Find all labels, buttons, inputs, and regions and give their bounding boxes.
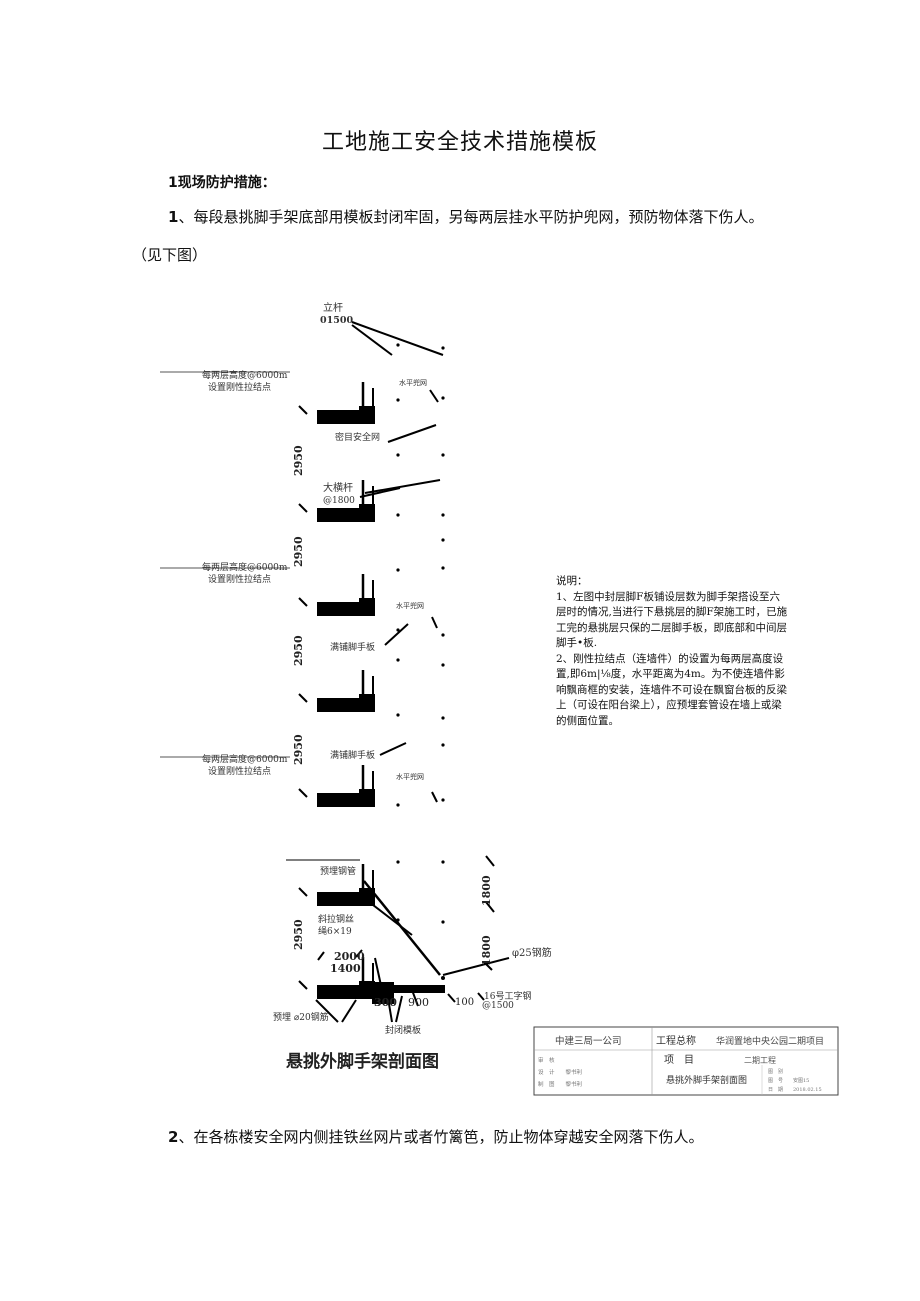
item-text: 、每段悬挑脚手架底部用模板封闭牢固，另每两层挂水平防护兜网，预防物体落下伤人。 bbox=[178, 208, 764, 226]
notes-item-1: 1、左图中封层脚F板铺设层数为脚手架搭设至六层时的情况,当进行下悬挑层的脚F架施… bbox=[556, 590, 788, 650]
tb-row2: 设 计 黎书利 bbox=[538, 1068, 582, 1076]
dim-2950: 2950 bbox=[292, 536, 305, 567]
tb-project-name: 华润置地中央公园二期项目 bbox=[716, 1035, 824, 1047]
paragraph-item-2: 2、在各栋楼安全网内侧挂铁丝网片或者竹篱笆，防止物体穿越安全网落下伤人。 bbox=[168, 1126, 703, 1147]
tb-company: 中建三局一公司 bbox=[555, 1035, 622, 1047]
label-i-beam-spacing: @1500 bbox=[482, 1001, 514, 1011]
floor-slab bbox=[315, 763, 377, 809]
title-block: 中建三局一公司 工程总称 华润置地中央公园二期项目 项 目 二期工程 悬挑外脚手… bbox=[533, 1026, 839, 1096]
label-tie-1b: 设置刚性拉结点 bbox=[208, 381, 271, 393]
floor-slab bbox=[315, 380, 377, 426]
label-closure-board: 封闭模板 bbox=[385, 1024, 421, 1036]
tb-item-name: 二期工程 bbox=[744, 1056, 776, 1065]
floor-slab bbox=[315, 668, 377, 714]
label-tie-1: 每两层高度@6000m bbox=[202, 369, 288, 381]
tb-side1: 图 别 bbox=[768, 1068, 783, 1075]
figure-caption: 悬挑外脚手架剖面图 bbox=[286, 1051, 439, 1072]
notes-heading: 说明： bbox=[556, 575, 588, 587]
label-horizontal-net-3: 水平兜网 bbox=[396, 772, 424, 781]
section-heading: 1现场防护措施： bbox=[168, 175, 276, 191]
dim-900: 900 bbox=[408, 996, 429, 1009]
dim-1800: 1800 bbox=[480, 875, 493, 906]
item-number: 2 bbox=[168, 1128, 179, 1146]
label-embed-rebar: 预埋 ⌀20钢筋 bbox=[273, 1011, 329, 1023]
label-embedded-pipe: 预埋钢管 bbox=[320, 865, 356, 877]
label-pole: 立杆 bbox=[323, 301, 343, 314]
tb-row1: 审 核 bbox=[538, 1056, 555, 1064]
label-tie-3: 每两层高度@6000m bbox=[202, 753, 288, 765]
dim-100: 100 bbox=[455, 997, 474, 1008]
label-i-beam: 16号工字钢 bbox=[484, 990, 531, 1002]
label-full-board: 满铺脚手板 bbox=[330, 641, 375, 653]
dim-1400: 1400 bbox=[330, 962, 361, 975]
label-wire-rope: 斜拉钢丝 bbox=[318, 913, 354, 925]
label-tie-3b: 设置刚性拉结点 bbox=[208, 765, 271, 777]
item-text: 、在各栋楼安全网内侧挂铁丝网片或者竹篱笆，防止物体穿越安全网落下伤人。 bbox=[178, 1128, 704, 1146]
tb-row3: 制 图 黎书利 bbox=[538, 1080, 582, 1088]
paragraph-item-1: 1、每段悬挑脚手架底部用模板封闭牢固，另每两层挂水平防护兜网，预防物体落下伤人。 bbox=[168, 206, 763, 227]
dim-2950: 2950 bbox=[292, 919, 305, 950]
dim-2950: 2950 bbox=[292, 635, 305, 666]
tb-side2: 图 号 安图15 bbox=[768, 1077, 809, 1084]
tb-drawing-name: 悬挑外脚手架剖面图 bbox=[666, 1074, 747, 1086]
label-rebar25: φ25钢筋 bbox=[512, 946, 552, 959]
label-ledger-spacing: @1800 bbox=[323, 496, 355, 506]
scaffold-pole-dots bbox=[396, 343, 445, 980]
label-dense-net: 密目安全网 bbox=[335, 431, 380, 443]
notes-item-2: 2、刚性拉结点（连墙件）的设置为每两层高度设置,即6m|⅛度，水平距离为4m。为… bbox=[556, 652, 787, 727]
page-title: 工地施工安全技术措施模板 bbox=[321, 130, 598, 155]
label-tie-2: 每两层高度@6000m bbox=[202, 561, 288, 573]
label-tie-2b: 设置刚性拉结点 bbox=[208, 573, 271, 585]
label-full-board-2: 满铺脚手板 bbox=[330, 749, 375, 761]
label-horizontal-net-2: 水平兜网 bbox=[396, 601, 424, 610]
tb-project-label: 工程总称 bbox=[656, 1034, 696, 1047]
item-number: 1 bbox=[168, 208, 179, 226]
paragraph-item-1-continued: （见下图） bbox=[132, 246, 208, 264]
dim-2950: 2950 bbox=[292, 445, 305, 476]
tb-side3: 日 期 2018.02.15 bbox=[768, 1087, 822, 1093]
drawing-notes: 说明： 1、左图中封层脚F板铺设层数为脚手架搭设至六层时的情况,当进行下悬挑层的… bbox=[556, 574, 788, 729]
beam-end bbox=[372, 982, 394, 1004]
tb-item-label: 项 目 bbox=[664, 1054, 694, 1066]
wall-tick-marks bbox=[286, 405, 360, 990]
dim-2950: 2950 bbox=[292, 734, 305, 765]
dimension-lines bbox=[160, 371, 290, 758]
label-pole-spacing: 01500 bbox=[320, 315, 353, 326]
label-horizontal-net: 水平兜网 bbox=[399, 378, 427, 387]
label-ledger: 大横杆 bbox=[323, 481, 353, 494]
dim-1800: 1800 bbox=[480, 935, 493, 966]
dim-300: 300 bbox=[374, 996, 397, 1009]
label-wire-rope-b: 绳6×19 bbox=[318, 925, 352, 937]
dim-2000: 2000 bbox=[334, 950, 365, 963]
floor-slab bbox=[315, 572, 377, 618]
